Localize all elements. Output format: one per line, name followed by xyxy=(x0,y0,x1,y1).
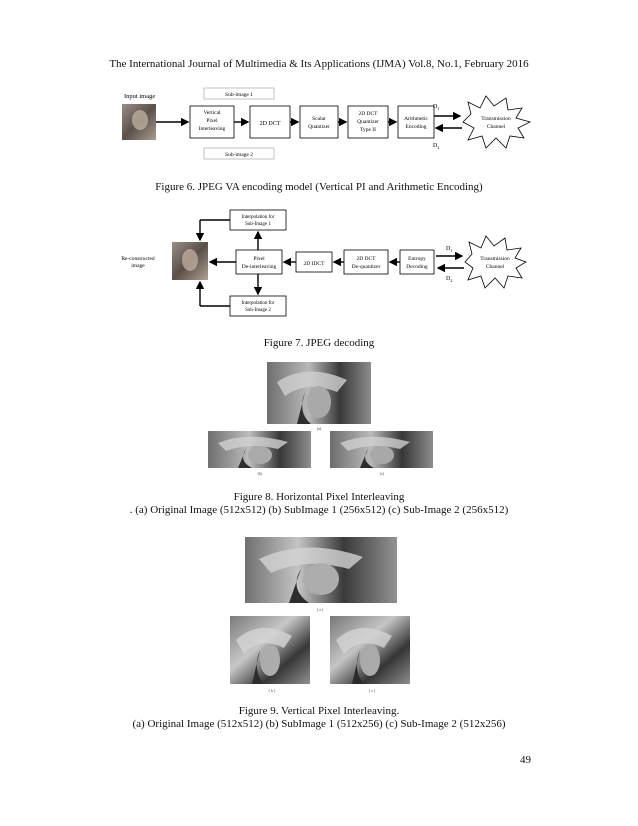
figure-8-caption-detail: . (a) Original Image (512x512) (b) SubIm… xyxy=(129,504,509,516)
dctq-line3: Type II xyxy=(360,127,376,133)
fig8-label-c: (c) xyxy=(379,471,385,476)
d2-label-fig7: D2 xyxy=(446,276,452,283)
sub-image-2-box xyxy=(203,147,275,160)
interp1-line1: Interpolation for xyxy=(242,215,275,220)
channel7-line2: Channel xyxy=(486,264,505,270)
scalar-line2: Quantizer xyxy=(308,124,330,130)
fig9-label-c: ( c ) xyxy=(368,688,376,693)
transmission-channel-burst xyxy=(462,95,532,149)
dequantizer-box xyxy=(343,249,389,275)
idct-label: 2D IDCT xyxy=(304,261,326,267)
input-image-label: Input image xyxy=(124,93,155,100)
page-number: 49 xyxy=(520,754,531,766)
sub-image-1-label: Sub-image 1 xyxy=(225,92,253,98)
d1-label: D1 xyxy=(433,104,439,111)
fig8-label-b: (b) xyxy=(257,471,263,476)
figure-8-caption-title: Figure 8. Horizontal Pixel Interleaving xyxy=(233,491,405,503)
dequant-line2: De-quantizer xyxy=(352,264,381,270)
dct-quantizer-box xyxy=(347,105,389,139)
interp2-line1: Interpolation for xyxy=(242,301,275,306)
dct-box xyxy=(249,105,291,139)
d1-label-fig7: D1 xyxy=(446,246,452,253)
interp1-line2: Sub-Image 1 xyxy=(245,222,271,227)
pixel-deinterleaving-box xyxy=(235,249,283,275)
channel-line2: Channel xyxy=(487,124,506,130)
vpi-box xyxy=(189,105,235,139)
sub-image-1-box xyxy=(203,87,275,100)
figure-9b-image xyxy=(230,616,310,684)
fig9-label-b: ( b ) xyxy=(268,688,276,693)
dequant-line1: 2D DCT xyxy=(356,256,376,262)
fig8-label-a: (a) xyxy=(316,426,322,431)
figure-9-caption-title: Figure 9. Vertical Pixel Interleaving. xyxy=(238,705,400,717)
interp2-line2: Sub-Image 2 xyxy=(245,308,271,313)
arithmetic-encoding-box xyxy=(397,105,435,139)
d2-label: D2 xyxy=(433,143,439,150)
recon-line1: Re-constructed xyxy=(121,256,155,262)
interp-2-box xyxy=(229,295,287,317)
arith-line2: Encoding xyxy=(405,124,426,130)
deint-line2: De-interleaving xyxy=(242,264,277,270)
dct-label: 2D DCT xyxy=(260,121,281,127)
figure-6-diagram: Input image Vertical Pixel Interleaving … xyxy=(122,87,532,160)
figure-9-caption-detail: (a) Original Image (512x512) (b) SubImag… xyxy=(132,718,506,730)
figure-9c-image xyxy=(330,616,410,684)
entropy-line1: Entropy xyxy=(408,256,426,262)
figure-8b-image xyxy=(208,431,311,468)
vpi-line3: Interleaving xyxy=(199,126,226,132)
figure-9a-image xyxy=(245,537,397,603)
recon-line2: image xyxy=(131,263,145,269)
entropy-decoding-box xyxy=(399,249,435,275)
dctq-line1: 2D DCT xyxy=(358,111,378,117)
arith-line1: Arithmetic xyxy=(404,116,428,122)
figure-8a-image xyxy=(267,362,371,424)
deint-line1: Pixel xyxy=(253,256,265,262)
scalar-quantizer-box xyxy=(299,105,339,139)
channel-line1: Transmission xyxy=(481,116,511,122)
vpi-line2: Pixel xyxy=(206,118,218,124)
figure-6-caption: Figure 6. JPEG VA encoding model (Vertic… xyxy=(155,181,483,193)
channel7-line1: Transmission xyxy=(480,256,510,262)
fig9-label-a: ( a ) xyxy=(316,607,324,612)
vpi-line1: Vertical xyxy=(203,110,221,116)
entropy-line2: Decoding xyxy=(406,264,428,270)
figure-7-diagram: Interpolation for Sub-Image 1 Interpolat… xyxy=(121,209,527,317)
dctq-line2: Quantizer xyxy=(357,119,379,125)
transmission-channel-burst-fig7 xyxy=(464,235,527,289)
scalar-line1: Scalar xyxy=(312,116,326,122)
journal-header: The International Journal of Multimedia … xyxy=(109,58,529,70)
figure-7-caption: Figure 7. JPEG decoding xyxy=(263,337,375,349)
interp-1-box xyxy=(229,209,287,231)
figure-8c-image xyxy=(330,431,433,468)
sub-image-2-label: Sub-image 2 xyxy=(225,152,253,158)
